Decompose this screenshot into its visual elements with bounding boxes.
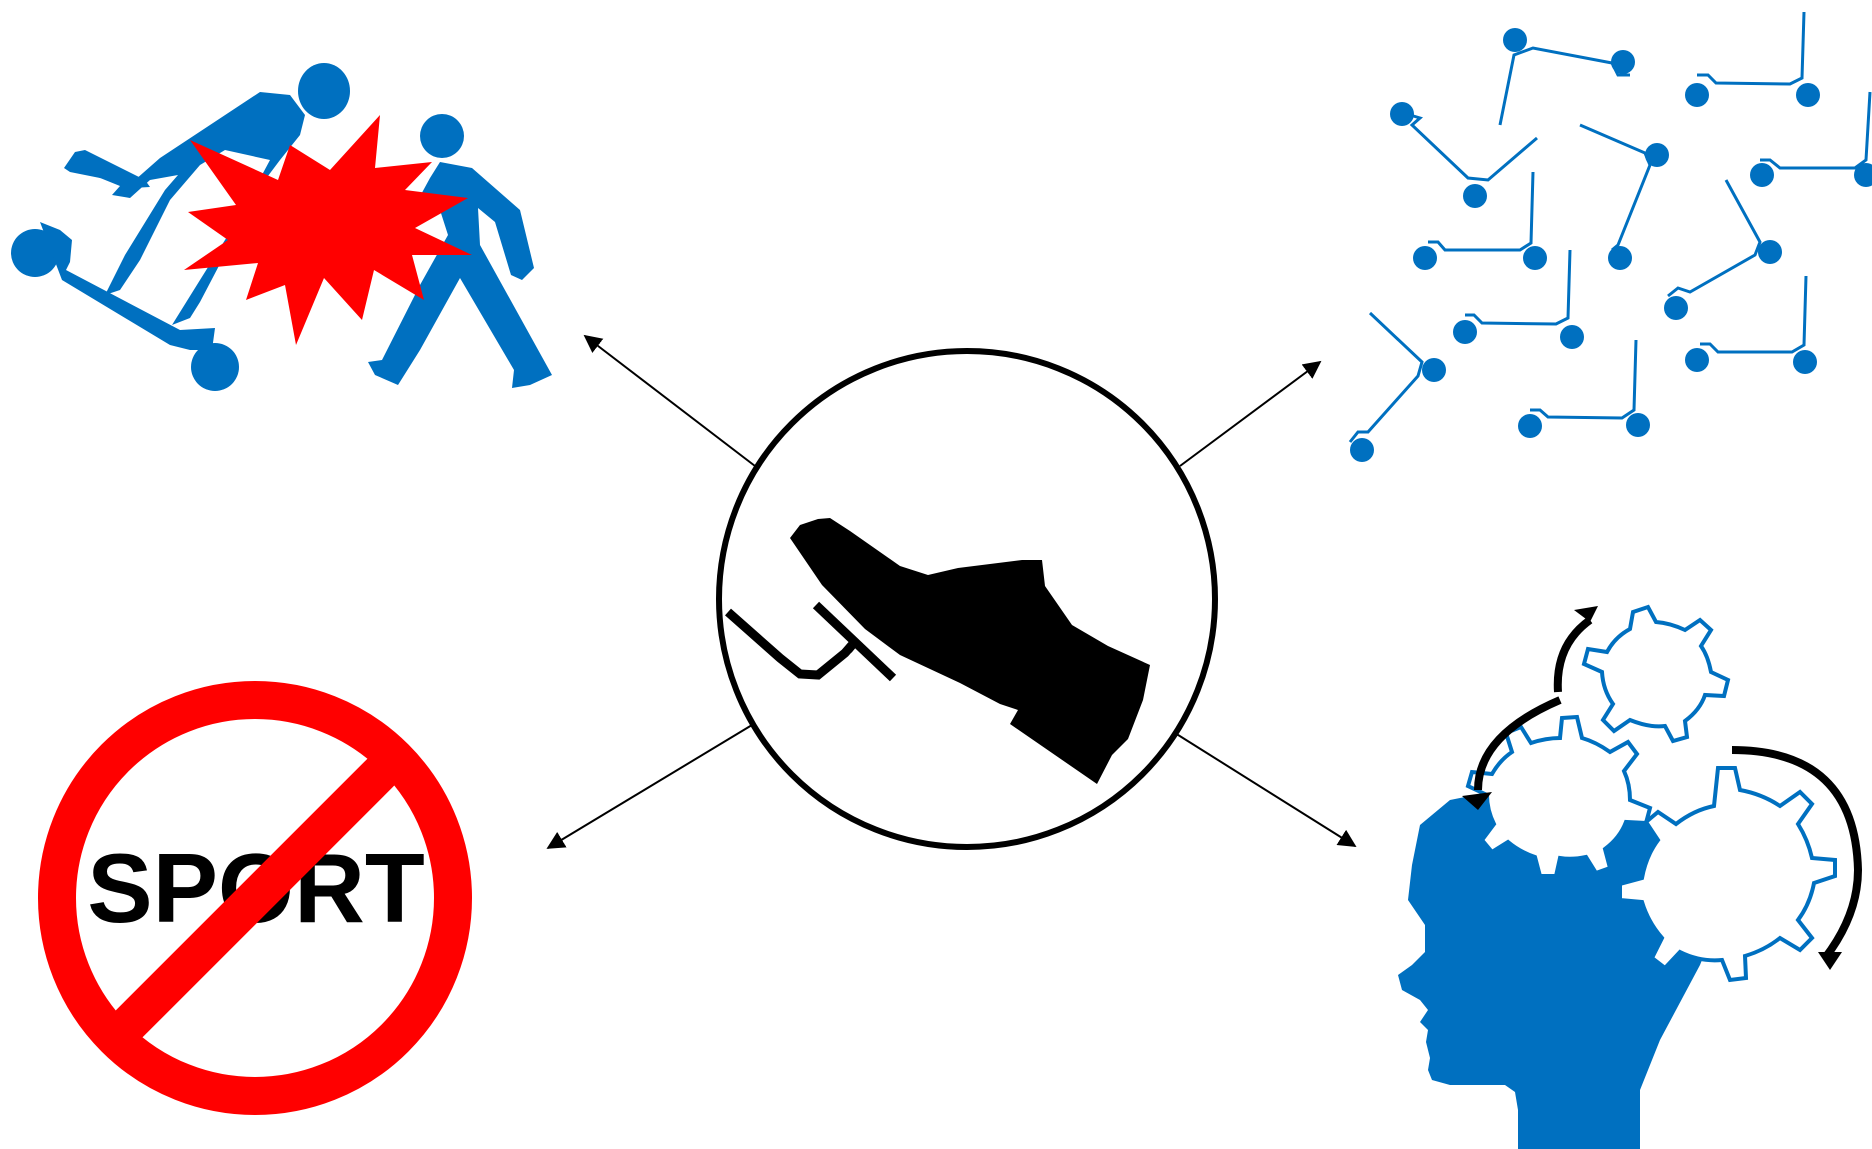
collision-accident-icon <box>11 63 552 391</box>
arrow-to-bottom-right <box>1167 728 1355 846</box>
head-with-gears-icon <box>1398 606 1858 1149</box>
no-sport-sign-icon: SPORT <box>57 700 453 1096</box>
arrow-to-top-right <box>1180 362 1320 466</box>
gear-top-icon <box>1584 607 1728 741</box>
particle-network-icon <box>1350 12 1872 462</box>
hand-gripping-handle-icon <box>719 351 1215 847</box>
arrow-to-bottom-left <box>548 725 752 848</box>
arrow-to-top-left <box>585 336 755 466</box>
